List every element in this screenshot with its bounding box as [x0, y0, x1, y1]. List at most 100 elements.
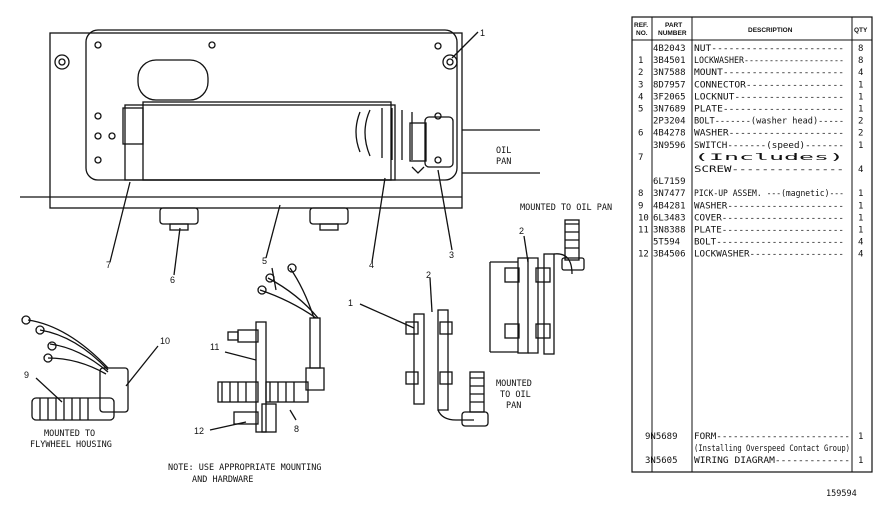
cell-part-number: 6L7159 — [653, 177, 686, 187]
svg-text:NUMBER: NUMBER — [658, 30, 687, 37]
cell-description: BOLT-------(washer head)----- — [694, 117, 844, 127]
table-row: 2P3204 BOLT-------(washer head)----- 2 — [653, 117, 863, 127]
callout-11: 11 — [210, 342, 219, 352]
oil-pan-bracket-lower — [359, 277, 489, 427]
flywheel-label-line1: MOUNTED TO — [44, 429, 95, 439]
table-row: 5T594 BOLT----------------------- 4 — [653, 238, 863, 248]
cell-part-number: 6L3483 — [653, 213, 686, 223]
table-row: 6L7159 — [653, 177, 686, 187]
cell-ref: 12 — [638, 250, 649, 260]
cell-part-number: 4B4278 — [653, 129, 686, 139]
cell-ref: 6 — [638, 129, 643, 139]
cell-qty: 4 — [858, 250, 863, 260]
cell-description: PLATE--------------------- — [694, 105, 844, 115]
cell-part-number: 3N7689 — [653, 105, 686, 115]
cell-qty: 8 — [858, 56, 863, 66]
table-footer: 9N5689 FORM------------------------ 1 (Inst… — [645, 432, 863, 466]
callout-12: 12 — [194, 426, 204, 436]
cell-part-number: 3N7477 — [653, 189, 686, 199]
cell-qty: 1 — [858, 189, 863, 199]
cell-description: (Includes) — [694, 153, 844, 163]
note-line1: NOTE: USE APPROPRIATE MOUNTING — [168, 463, 322, 473]
header-ref: REF. — [634, 22, 648, 29]
cell-qty: 1 — [858, 201, 863, 211]
cell-ref: 8 — [638, 189, 643, 199]
mounted-to-oil-pan-label: MOUNTED TO OIL PAN — [520, 203, 612, 213]
cell-qty: 1 — [858, 141, 863, 151]
cell-qty: 1 — [858, 432, 863, 442]
header-part: PART — [665, 22, 682, 29]
cell-ref: 9 — [638, 201, 643, 211]
cell-part-number: 4B2043 — [653, 44, 686, 54]
cell-part-number: 3N5605 — [645, 456, 678, 466]
cell-description: LOCKNUT------------------- — [694, 92, 844, 102]
cell-description: COVER---------------------- — [694, 213, 844, 223]
cell-ref: 4 — [638, 92, 643, 102]
cell-qty: 2 — [858, 117, 863, 127]
table-rows: 4B2043 NUT----------------------- 8 1 3B4501… — [638, 44, 863, 260]
table-row: 3N9596 SWITCH-------(speed)------- 1 — [653, 141, 863, 151]
flywheel-pickup — [21, 315, 159, 421]
cell-description: SWITCH-------(speed)------- — [694, 141, 844, 151]
table-row: 8 3N7477 PICK-UP ASSEM. ---(magnetic)--- 1 — [638, 189, 863, 199]
callout-1-lower: 1 — [348, 298, 353, 308]
cell-part-number: 9N5689 — [645, 432, 678, 442]
cell-description: PLATE---------------------- — [694, 226, 844, 236]
cell-part-number: 3N8388 — [653, 226, 686, 236]
note-line2: AND HARDWARE — [192, 475, 253, 485]
cell-description: WIRING DIAGRAM------------- — [694, 456, 850, 466]
table-row: 1 3B4501 LOCKWASHER-------------------- 8 — [638, 56, 863, 66]
cell-qty: 1 — [858, 92, 863, 102]
switch-body — [124, 104, 396, 181]
callout-8: 8 — [294, 424, 299, 434]
callout-6: 6 — [170, 275, 175, 285]
table-row: SCREW---------------4 — [694, 165, 863, 175]
oil-pan-label-line1: OIL — [496, 146, 511, 156]
cell-ref: 7 — [638, 153, 643, 163]
cell-part-number: 2P3204 — [653, 117, 686, 127]
cell-part-number: 3B4501 — [653, 56, 686, 66]
cell-ref: 2 — [638, 68, 643, 78]
cell-qty: 1 — [858, 213, 863, 223]
cell-description: FORM------------------------ — [694, 432, 850, 442]
oil-pan-bracket-upper — [489, 219, 585, 355]
callout-10: 10 — [160, 336, 170, 346]
cell-part-number: 8D7957 — [653, 80, 686, 90]
mounted-label-line1: MOUNTED — [496, 379, 532, 389]
cell-qty: 2 — [858, 129, 863, 139]
cell-description: LOCKWASHER-------------------- — [694, 56, 844, 66]
cell-description: NUT----------------------- — [694, 44, 844, 54]
oval-window — [137, 59, 209, 101]
oil-pan-label-line2: PAN — [496, 157, 511, 167]
cell-qty: 4 — [858, 165, 863, 175]
cell-part-number: 5T594 — [653, 238, 680, 248]
cell-part-number: 3B4506 — [653, 250, 686, 260]
callout-2: 2 — [426, 270, 431, 280]
cell-description: WASHER-------------------- — [694, 129, 844, 139]
cell-description: PICK-UP ASSEM. ---(magnetic)--- — [694, 189, 844, 199]
cell-part-number: 4B4281 — [653, 201, 686, 211]
cell-qty: 1 — [858, 226, 863, 236]
cell-description: BOLT----------------------- — [694, 238, 844, 248]
parts-table: REF. NO. PART NUMBER DESCRIPTION QTY 4B2… — [631, 16, 873, 473]
header-qty: QTY — [854, 27, 868, 34]
callout-5: 5 — [262, 256, 267, 266]
flywheel-label-line2: FLYWHEEL HOUSING — [30, 440, 112, 450]
cell-description: (Installing Overspeed Contact Group) — [694, 444, 850, 454]
cell-ref: 1 — [638, 56, 643, 66]
table-footer-row: 9N5689 FORM------------------------ 1 — [645, 432, 863, 442]
cell-qty: 1 — [858, 105, 863, 115]
mounted-label-line2: TO OIL — [500, 390, 531, 400]
cell-part-number: 3N9596 — [653, 141, 686, 151]
cell-ref: 5 — [638, 105, 643, 115]
table-row: 6 4B4278 WASHER-------------------- 2 — [638, 129, 863, 139]
cell-qty: 4 — [858, 238, 863, 248]
table-footer-row: (Installing Overspeed Contact Group) — [694, 444, 850, 454]
mounted-label-line3: PAN — [506, 401, 521, 411]
